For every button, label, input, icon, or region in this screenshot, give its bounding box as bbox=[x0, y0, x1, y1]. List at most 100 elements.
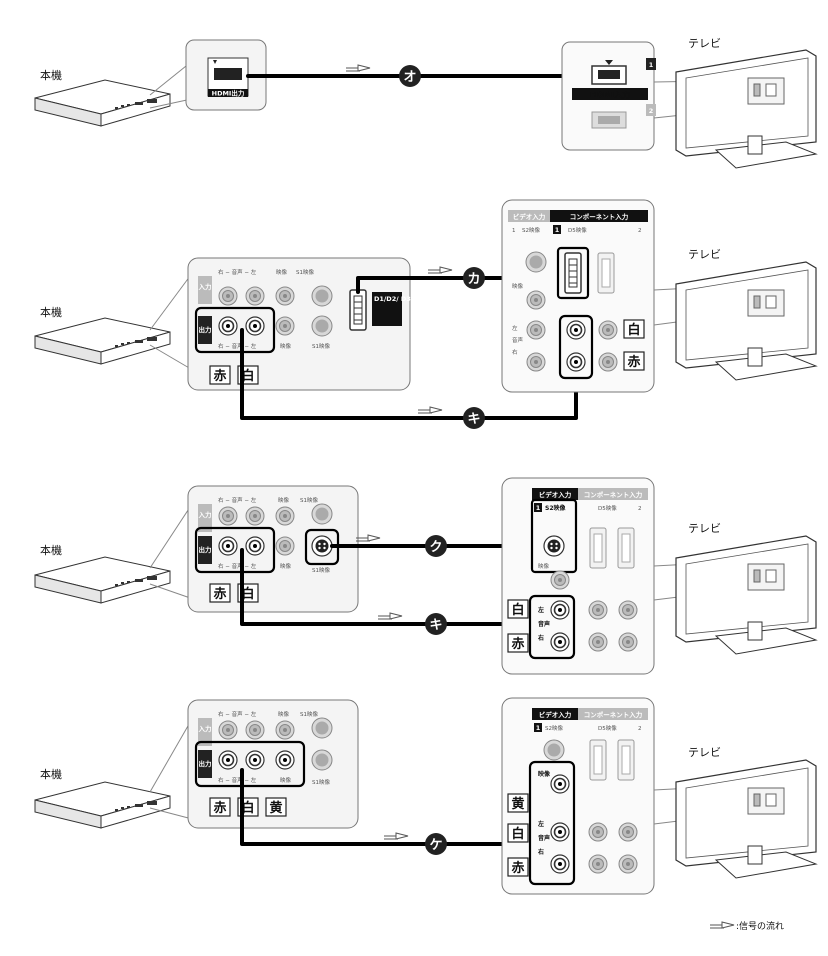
badge-white bbox=[507, 599, 529, 619]
svg-text:左: 左 bbox=[512, 324, 518, 332]
svg-text:赤: 赤 bbox=[213, 586, 226, 602]
svg-text:S1映像: S1映像 bbox=[312, 566, 330, 574]
svg-text:1: 1 bbox=[536, 504, 541, 512]
legend: :信号の流れ bbox=[709, 920, 784, 932]
svg-text:右 − 音声 − 左: 右 − 音声 − 左 bbox=[218, 496, 257, 504]
tv-device bbox=[675, 261, 817, 381]
tv-device bbox=[675, 535, 817, 655]
tv-io-panel bbox=[501, 199, 655, 393]
svg-text:右 − 音声 − 左: 右 − 音声 − 左 bbox=[218, 342, 257, 350]
tv-audio-in-l[interactable] bbox=[550, 822, 570, 842]
svg-text:音声: 音声 bbox=[512, 336, 524, 344]
svg-text:右 − 音声 − 左: 右 − 音声 − 左 bbox=[218, 562, 257, 570]
device-audio-out-r[interactable] bbox=[218, 750, 238, 770]
svg-text:ク: ク bbox=[429, 540, 442, 555]
tv-audio-in-r[interactable] bbox=[550, 632, 570, 652]
device-audio-out-r[interactable] bbox=[218, 316, 238, 336]
svg-text:S1映像: S1映像 bbox=[300, 710, 318, 718]
svg-text:オ: オ bbox=[403, 70, 416, 85]
svg-text:白: 白 bbox=[241, 368, 254, 384]
svg-text:映像: 映像 bbox=[538, 562, 550, 570]
tv-d5-input-1[interactable] bbox=[564, 252, 582, 294]
svg-text:左: 左 bbox=[537, 820, 544, 828]
tv-label: テレビ bbox=[688, 37, 721, 50]
badge-red bbox=[623, 351, 645, 371]
badge-red bbox=[209, 365, 231, 385]
tv-io-panel bbox=[501, 697, 655, 895]
svg-text:赤: 赤 bbox=[511, 860, 524, 876]
hdmi-in-label: HDMI入力 bbox=[590, 90, 630, 100]
svg-text:赤: 赤 bbox=[213, 368, 226, 384]
svg-text:2: 2 bbox=[638, 726, 642, 732]
svg-text:右: 右 bbox=[512, 348, 518, 356]
tv-audio-in-r[interactable] bbox=[566, 352, 586, 372]
tv-label: テレビ bbox=[688, 248, 721, 261]
svg-text:コンポーネント入力: コンポーネント入力 bbox=[584, 710, 643, 719]
svg-text:音声: 音声 bbox=[538, 620, 550, 628]
device-d-video-out[interactable] bbox=[349, 289, 367, 331]
cable-badge-ke bbox=[425, 833, 447, 855]
svg-text:映像: 映像 bbox=[278, 710, 290, 718]
svg-text:黄: 黄 bbox=[511, 796, 524, 812]
tv-audio-highlight bbox=[558, 314, 594, 380]
device-label: 本機 bbox=[40, 767, 62, 781]
badge-red bbox=[209, 583, 231, 603]
device-audio-out-l[interactable] bbox=[245, 316, 265, 336]
svg-text:黄: 黄 bbox=[269, 800, 282, 816]
tv-device bbox=[675, 759, 817, 879]
svg-text:1: 1 bbox=[536, 724, 541, 732]
tv-audio-in-l[interactable] bbox=[566, 320, 586, 340]
device-label: 本機 bbox=[40, 68, 62, 82]
svg-text:映像: 映像 bbox=[276, 268, 288, 276]
device-label: 本機 bbox=[40, 543, 62, 557]
svg-text:1: 1 bbox=[555, 226, 560, 234]
svg-text:D5映像: D5映像 bbox=[568, 226, 587, 234]
svg-text:出力: 出力 bbox=[199, 759, 213, 768]
svg-text:カ: カ bbox=[467, 272, 480, 287]
tv-video-in[interactable] bbox=[550, 774, 570, 794]
svg-text:赤: 赤 bbox=[511, 636, 524, 652]
svg-text:映像: 映像 bbox=[280, 342, 292, 350]
svg-text:D5映像: D5映像 bbox=[598, 724, 617, 732]
device-label: 本機 bbox=[40, 305, 62, 319]
device-audio-out-r[interactable] bbox=[218, 536, 238, 556]
tv-audio-highlight bbox=[528, 594, 576, 660]
svg-text:映像: 映像 bbox=[538, 770, 551, 778]
svg-text:S2映像: S2映像 bbox=[522, 226, 540, 234]
svg-text:1: 1 bbox=[649, 61, 654, 69]
svg-text:左: 左 bbox=[537, 606, 544, 614]
svg-text:入力: 入力 bbox=[198, 282, 213, 291]
hdmi-out-label: HDMI出力 bbox=[212, 89, 245, 98]
row-1-hdmi: 本機 HDMI出力 オ 1 HDMI入力 2 テレビ bbox=[34, 37, 817, 169]
cable-badge-o bbox=[399, 65, 421, 87]
device-video-out[interactable] bbox=[275, 750, 295, 770]
svg-text:右 − 音声 − 左: 右 − 音声 − 左 bbox=[218, 776, 257, 784]
svg-text:2: 2 bbox=[649, 107, 654, 115]
tv-audio-in-r[interactable] bbox=[550, 854, 570, 874]
player-device bbox=[34, 79, 171, 127]
tv-s2-video-in[interactable] bbox=[543, 535, 565, 557]
tv-audio-in-l[interactable] bbox=[550, 600, 570, 620]
svg-text:白: 白 bbox=[511, 602, 524, 618]
cable-badge-ki bbox=[425, 613, 447, 635]
svg-text:入力: 入力 bbox=[198, 510, 213, 519]
tv-d5-highlight bbox=[556, 246, 590, 300]
svg-text:音声: 音声 bbox=[538, 834, 550, 842]
svg-text:S1映像: S1映像 bbox=[312, 342, 330, 350]
badge-white bbox=[507, 823, 529, 843]
svg-text:ビデオ入力: ビデオ入力 bbox=[539, 710, 572, 719]
svg-text:白: 白 bbox=[241, 586, 254, 602]
svg-text:2: 2 bbox=[638, 506, 642, 512]
cable-badge-ki bbox=[463, 407, 485, 429]
device-audio-out-l[interactable] bbox=[245, 536, 265, 556]
device-s1-video-out[interactable] bbox=[311, 535, 333, 557]
svg-text:右 − 音声 − 左: 右 − 音声 − 左 bbox=[218, 268, 257, 276]
svg-text:1: 1 bbox=[512, 228, 516, 234]
badge-yellow bbox=[265, 797, 287, 817]
device-audio-out-l[interactable] bbox=[245, 750, 265, 770]
svg-text:入力: 入力 bbox=[198, 724, 213, 733]
svg-text:ケ: ケ bbox=[429, 838, 442, 853]
device-av-out-highlight bbox=[194, 740, 306, 788]
